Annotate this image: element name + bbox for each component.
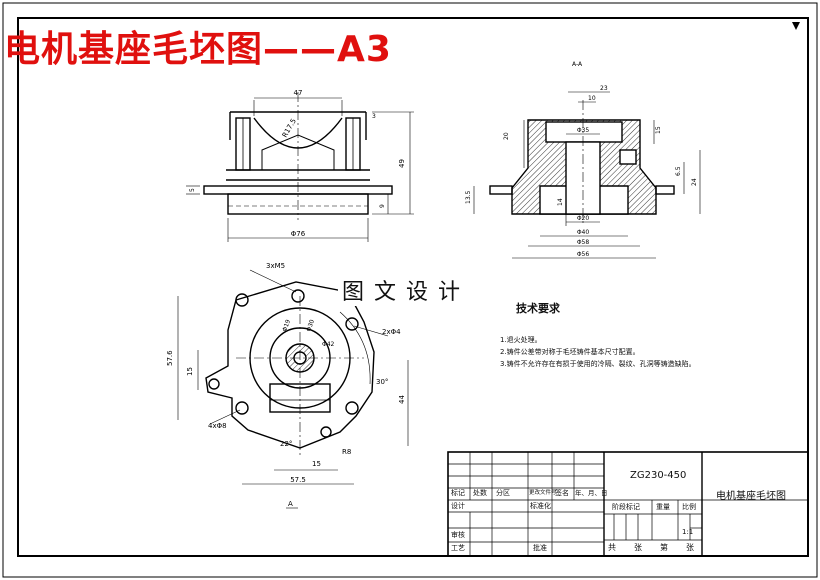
- inner-border: [17, 17, 809, 557]
- dim-plan-d30: Φ30: [305, 319, 316, 333]
- dim-front-49: 49: [398, 159, 406, 168]
- dim-plan-57-5: 57.5: [290, 476, 306, 484]
- dim-plan-15h: 15: [312, 460, 321, 468]
- tech-req-item: 3.铸件不允许存在有损于使用的冷隔、裂纹、孔洞等铸造缺陷。: [500, 360, 696, 368]
- dim-sec-20: 20: [503, 132, 510, 140]
- tb-header-zone: 分区: [496, 489, 510, 497]
- tech-req-item: 2.铸件公差带对称于毛坯铸件基本尺寸配置。: [500, 348, 640, 356]
- dim-sec-13-5: 13.5: [465, 190, 472, 204]
- tb-part-name: 电机基座毛坯图: [716, 491, 786, 502]
- tech-req-heading: 技术要求: [516, 302, 560, 315]
- dim-sec-d58: Φ58: [577, 239, 590, 246]
- dim-sec-d56: Φ56: [577, 251, 590, 258]
- dim-sec-10: 10: [588, 95, 596, 102]
- plan-view: 3xM5 Φ19 Φ30 Φ42 2xΦ4 57.6 15 30° 44 4xΦ…: [166, 262, 409, 509]
- tb-drawing-number: ZG230-450: [630, 470, 687, 481]
- tb-stage-mark: 阶段标记: [612, 503, 640, 511]
- section-label: A-A: [572, 61, 583, 68]
- tb-process: 工艺: [451, 544, 465, 552]
- tb-header-sign: 签名: [555, 489, 569, 497]
- section-view: A-A 23 10 Φ35 20 15 6.5 24: [465, 61, 701, 259]
- dim-front-9: 9: [379, 204, 386, 208]
- dim-sec-23: 23: [600, 85, 608, 92]
- tb-header-date: 年、月、日: [575, 489, 608, 497]
- dim-sec-d20: Φ20: [577, 215, 590, 222]
- tb-header-count: 处数: [473, 489, 487, 497]
- dim-plan-4xd8: 4xΦ8: [208, 422, 227, 430]
- dim-sec-24: 24: [691, 178, 698, 186]
- tb-approve: 批准: [533, 544, 547, 552]
- dim-plan-44: 44: [398, 395, 406, 404]
- dim-front-d76: Φ76: [291, 230, 306, 238]
- title-block: [447, 451, 809, 557]
- tb-scale-label: 比例: [682, 503, 696, 511]
- dim-plan-d19: Φ19: [281, 319, 292, 333]
- tb-total: 共: [608, 543, 616, 552]
- dim-plan-57-6: 57.6: [166, 350, 174, 366]
- dim-plan-3xm5: 3xM5: [266, 262, 285, 270]
- tb-standardize: 标准化: [530, 502, 551, 510]
- dim-plan-15v: 15: [186, 367, 194, 376]
- dim-sec-15: 15: [655, 126, 662, 134]
- tb-weight: 重量: [656, 503, 670, 511]
- tb-header-mark: 标记: [451, 489, 465, 497]
- dim-sec-6-5: 6.5: [675, 166, 682, 176]
- dim-sec-d40: Φ40: [577, 229, 590, 236]
- dim-front-47: 47: [294, 89, 303, 97]
- tb-scale: 1:1: [682, 528, 694, 536]
- dim-plan-30deg: 30°: [376, 378, 388, 386]
- sheet-arrow-mark: [792, 22, 800, 30]
- tech-req-item: 1.退火处理。: [500, 336, 542, 344]
- watermark: 图文设计: [338, 274, 475, 306]
- tb-sheet-word: 张: [686, 543, 694, 552]
- tb-design: 设计: [451, 502, 465, 510]
- dim-sec-d35: Φ35: [577, 127, 590, 134]
- tb-review: 审核: [451, 531, 465, 539]
- view-label-a: A: [288, 500, 293, 508]
- dim-plan-22deg: 22°: [280, 440, 292, 448]
- page-title: 电机基座毛坯图——A3: [4, 29, 392, 70]
- dim-plan-d42: Φ42: [322, 341, 335, 348]
- dim-plan-r8: R8: [342, 448, 351, 456]
- tb-sheet-no: 第: [660, 543, 668, 552]
- front-view: 47 R17.5 3 49 5 9 Φ76: [186, 89, 414, 242]
- dim-plan-2xd4: 2xΦ4: [382, 328, 401, 336]
- dim-front-5: 5: [189, 188, 196, 192]
- dim-front-3: 3: [372, 113, 376, 120]
- tb-sheets: 张: [634, 543, 642, 552]
- tb-header-change-doc: 更改文件号: [529, 490, 557, 496]
- dim-sec-14: 14: [557, 198, 564, 206]
- technical-requirements: 技术要求 1.退火处理。 2.铸件公差带对称于毛坯铸件基本尺寸配置。 3.铸件不…: [500, 300, 696, 370]
